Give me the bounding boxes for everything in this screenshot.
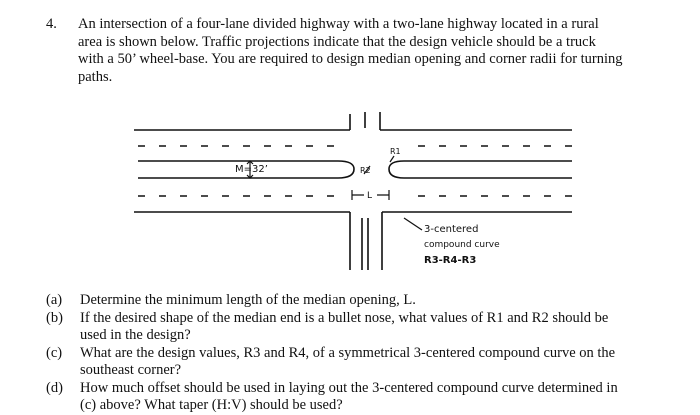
r1-label: R1 [390, 147, 401, 156]
part-label: (d) [46, 380, 63, 396]
intro-line: paths. [78, 68, 113, 85]
part-label: (a) [46, 292, 63, 308]
part-text: How much offset should be used in laying… [80, 380, 618, 396]
part-text: If the desired shape of the median end i… [80, 310, 609, 326]
part-d: (d) How much offset should be used in la… [46, 380, 666, 414]
r2-label: R2 [360, 166, 371, 175]
part-label: (c) [46, 345, 63, 361]
curve-note-line: R3-R4-R3 [424, 255, 476, 266]
part-text: What are the design values, R3 and R4, o… [80, 345, 616, 361]
part-label: (b) [46, 310, 63, 326]
r1-leader [389, 155, 395, 163]
median-east [388, 160, 572, 179]
opening-length-label: L [367, 191, 372, 201]
median-width-label: M=32’ [235, 164, 268, 175]
intro-line: An intersection of a four-lane divided h… [78, 16, 599, 32]
part-a: (a) Determine the minimum length of the … [46, 292, 666, 309]
part-text: used in the design? [80, 327, 191, 343]
part-text: southeast corner? [80, 362, 182, 378]
intro-line: area is shown below. Traffic projections… [78, 33, 596, 50]
question-parts: (a) Determine the minimum length of the … [46, 292, 666, 415]
median-west [138, 160, 355, 179]
intro-line: with a 50’ wheel-base. You are required … [78, 51, 623, 67]
curve-note-leader [403, 217, 423, 231]
intersection-diagram: M=32’ R1 R2 L 3-centered compound curve … [134, 112, 572, 270]
part-text: Determine the minimum length of the medi… [80, 292, 416, 308]
question-number: 4. [46, 16, 57, 32]
r2-leader [363, 165, 371, 175]
opening-length-dimension [351, 190, 390, 200]
curve-note-line: compound curve [424, 240, 500, 250]
part-text: (c) above? What taper (H:V) should be us… [80, 397, 343, 413]
curve-note-line: 3-centered [424, 224, 478, 235]
part-b: (b) If the desired shape of the median e… [46, 310, 666, 344]
question-intro: An intersection of a four-lane divided h… [78, 16, 670, 86]
part-c: (c) What are the design values, R3 and R… [46, 345, 666, 379]
